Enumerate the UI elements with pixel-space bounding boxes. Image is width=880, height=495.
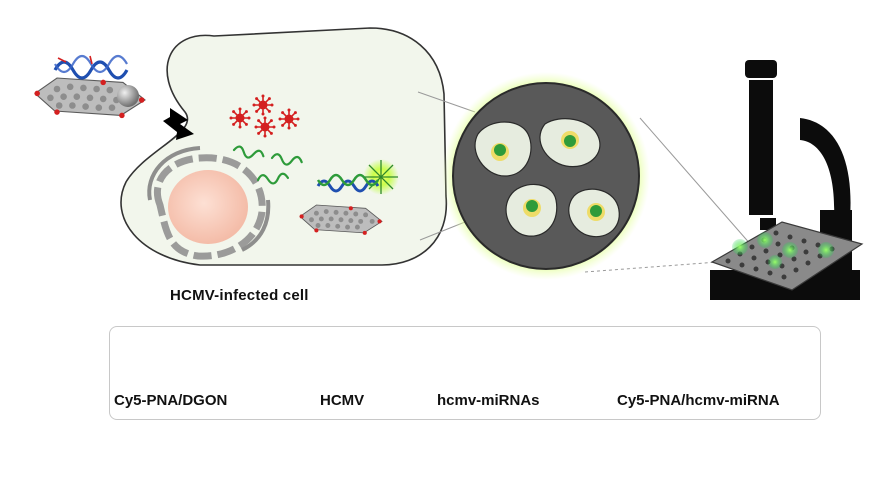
legend-label-probe: Cy5-PNA/DGON <box>114 392 228 409</box>
incoming-probe <box>33 54 146 119</box>
legend-label-virus: HCMV <box>320 392 365 409</box>
cell-caption: HCMV-infected cell <box>170 287 309 304</box>
entry-arrow-icon <box>163 108 194 140</box>
cell-nucleus <box>147 146 271 260</box>
cell-3 <box>505 183 558 237</box>
virus-icon <box>277 107 301 131</box>
virus-icon <box>253 115 277 139</box>
virus-icon <box>251 93 275 117</box>
cell-4 <box>568 188 620 238</box>
cell-1 <box>474 121 532 177</box>
cell-2 <box>539 118 601 168</box>
virus-icon <box>228 106 252 130</box>
legend-label-mirna: hcmv-miRNAs <box>437 392 540 409</box>
well-plate <box>710 221 864 291</box>
magnified-view <box>442 72 650 280</box>
legend-label-duplex: Cy5-PNA/hcmv-miRNA <box>617 392 780 409</box>
legend-panel <box>109 326 821 420</box>
fluorescent-duplex-in-cell <box>316 159 399 195</box>
